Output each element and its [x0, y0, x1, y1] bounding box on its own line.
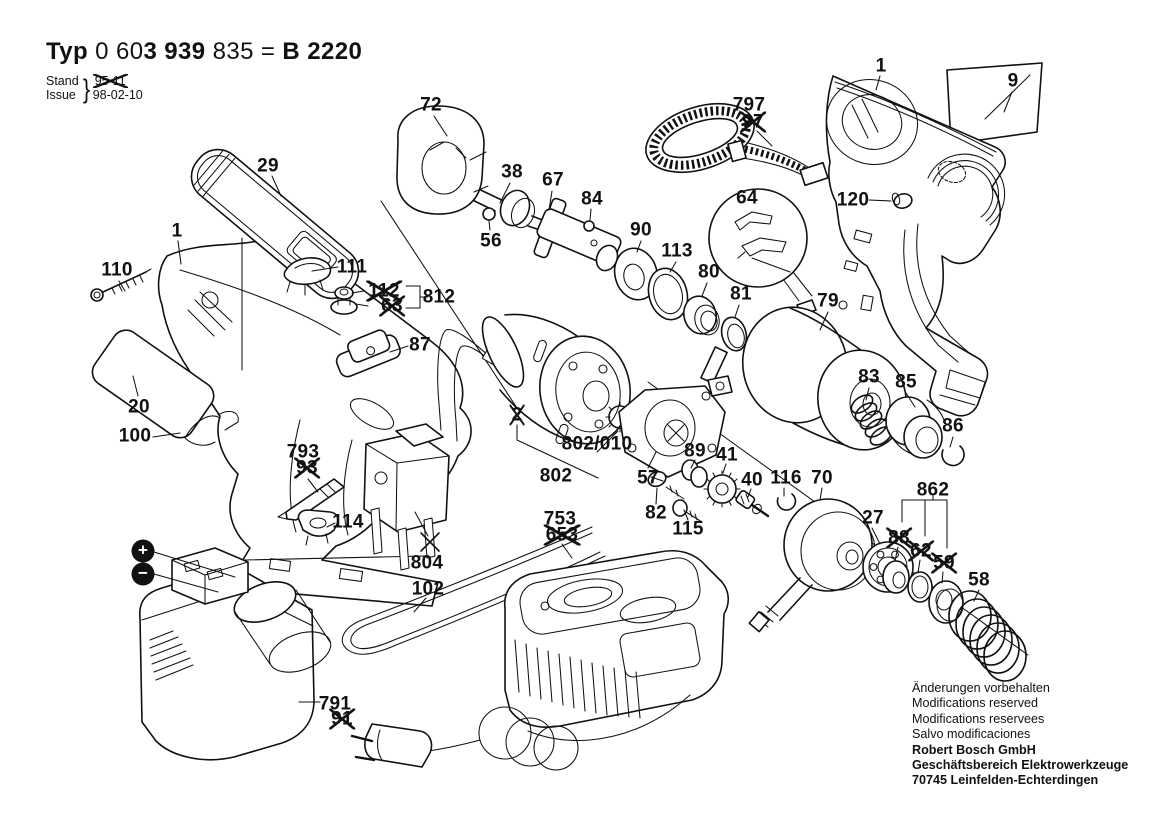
company-name: Robert Bosch GmbH — [912, 742, 1036, 757]
impact-drum — [741, 299, 907, 451]
spring-bushing-ring — [850, 394, 965, 467]
part-label-791: 791 — [318, 693, 352, 715]
part-label-88: 88 — [888, 527, 910, 549]
part-label-802: 802 — [539, 465, 573, 487]
company-address: 70745 Leinfelden-Echterdingen — [912, 773, 1099, 788]
pin-120 — [891, 192, 913, 209]
footer-line: Modifications reserved — [912, 696, 1038, 711]
part-label-862: 862 — [916, 479, 950, 501]
part-label-114: 114 — [332, 511, 364, 533]
part-label-653: 653 — [545, 524, 579, 546]
part-label-64: 64 — [736, 187, 758, 209]
part-label-20: 20 — [128, 396, 150, 418]
part-label-110: 110 — [101, 259, 133, 281]
part-label-67: 67 — [542, 169, 564, 191]
footer-line: Änderungen vorbehalten — [912, 681, 1050, 695]
battery-minus-icon: − — [131, 562, 155, 586]
part-label-38: 38 — [501, 161, 523, 183]
bit-and-clip — [277, 478, 345, 546]
gear-plate — [618, 385, 797, 523]
part-label-112: 112 — [368, 280, 400, 302]
issue-date: 98-02-10 — [92, 88, 143, 102]
spindle-parts — [449, 164, 622, 272]
part-label-85: 85 — [895, 371, 917, 393]
part-label-70: 70 — [811, 467, 833, 489]
part-label-115: 115 — [672, 518, 704, 540]
part-label-86: 86 — [942, 415, 964, 437]
motor — [437, 313, 635, 445]
part-label-804: 804 — [410, 552, 444, 574]
part-label-62: 62 — [910, 540, 932, 562]
part-label-56: 56 — [480, 230, 502, 252]
part-label-753: 753 — [543, 508, 577, 530]
part-label-812: 812 — [422, 286, 456, 308]
part-label-797: 797 — [732, 94, 766, 116]
brace-glyph: } — [82, 74, 90, 104]
collar-72 — [396, 105, 489, 215]
charger — [350, 550, 730, 771]
screw-110 — [90, 268, 152, 302]
part-label-87: 87 — [409, 334, 431, 356]
clutch-stack — [748, 498, 1027, 682]
part-label-802-010: 802/010 — [561, 433, 633, 455]
part-label-116: 116 — [770, 467, 802, 489]
part-label-58: 58 — [968, 569, 990, 591]
footer-legal-block: Änderungen vorbehalten Modifications res… — [912, 681, 1128, 789]
part-label-83: 83 — [858, 366, 880, 388]
part-label-82: 82 — [645, 502, 667, 524]
part-label-111: 111 — [336, 256, 368, 278]
part-label-1: 1 — [875, 55, 887, 77]
part-label-84: 84 — [581, 188, 603, 210]
part-label-89: 89 — [684, 440, 706, 462]
part-label-1: 1 — [171, 220, 183, 242]
washer-stack-upper — [613, 247, 748, 397]
anvil-67 — [533, 197, 622, 272]
part-label-79: 79 — [817, 290, 839, 312]
part-label-63: 63 — [381, 295, 403, 317]
part-label-72: 72 — [420, 94, 442, 116]
grip-plate — [91, 329, 239, 446]
battery-plus-icon: + — [131, 539, 155, 563]
part-label-113: 113 — [661, 240, 693, 262]
housing-right — [825, 62, 1043, 417]
part-label-9: 9 — [1007, 70, 1019, 92]
issue-date-block: Stand Issue } 95-11 98-02-10 — [46, 74, 143, 104]
footer-line: Salvo modificaciones — [912, 727, 1031, 742]
part-label-120: 120 — [836, 189, 870, 211]
part-label-40: 40 — [741, 469, 763, 491]
title-segment: Typ — [46, 38, 96, 65]
battery-pack — [138, 547, 332, 761]
part-label-80: 80 — [698, 261, 720, 283]
stand-issue-labels: Stand Issue — [46, 74, 79, 102]
detail-circle-64 — [708, 188, 813, 302]
superseded-date: 95-11 — [94, 74, 126, 88]
division-name: Geschäftsbereich Elektrowerkzeuge — [912, 758, 1129, 773]
dates: 95-11 98-02-10 — [93, 74, 143, 102]
type-number-title: Typ 0 603 939 835 = B 2220 — [46, 38, 363, 65]
part-label-41: 41 — [716, 444, 738, 466]
part-label-27: 27 — [862, 507, 884, 529]
part-label-57: 57 — [637, 467, 659, 489]
footer-line: Modifications reservees — [912, 711, 1045, 726]
part-label-100: 100 — [118, 425, 152, 447]
part-label-59: 59 — [933, 552, 955, 574]
part-label-102: 102 — [411, 578, 445, 600]
leader-lines — [118, 75, 1013, 703]
part-label-81: 81 — [730, 283, 752, 305]
part-label-90: 90 — [630, 219, 652, 241]
part-label-2: 2 — [511, 404, 523, 426]
part-label-97: 97 — [742, 111, 764, 133]
part-label-29: 29 — [257, 155, 279, 177]
part-label-793: 793 — [286, 441, 320, 463]
trigger-switch — [363, 423, 450, 571]
part-label-93: 93 — [296, 457, 318, 479]
part-label-91: 91 — [331, 708, 353, 730]
